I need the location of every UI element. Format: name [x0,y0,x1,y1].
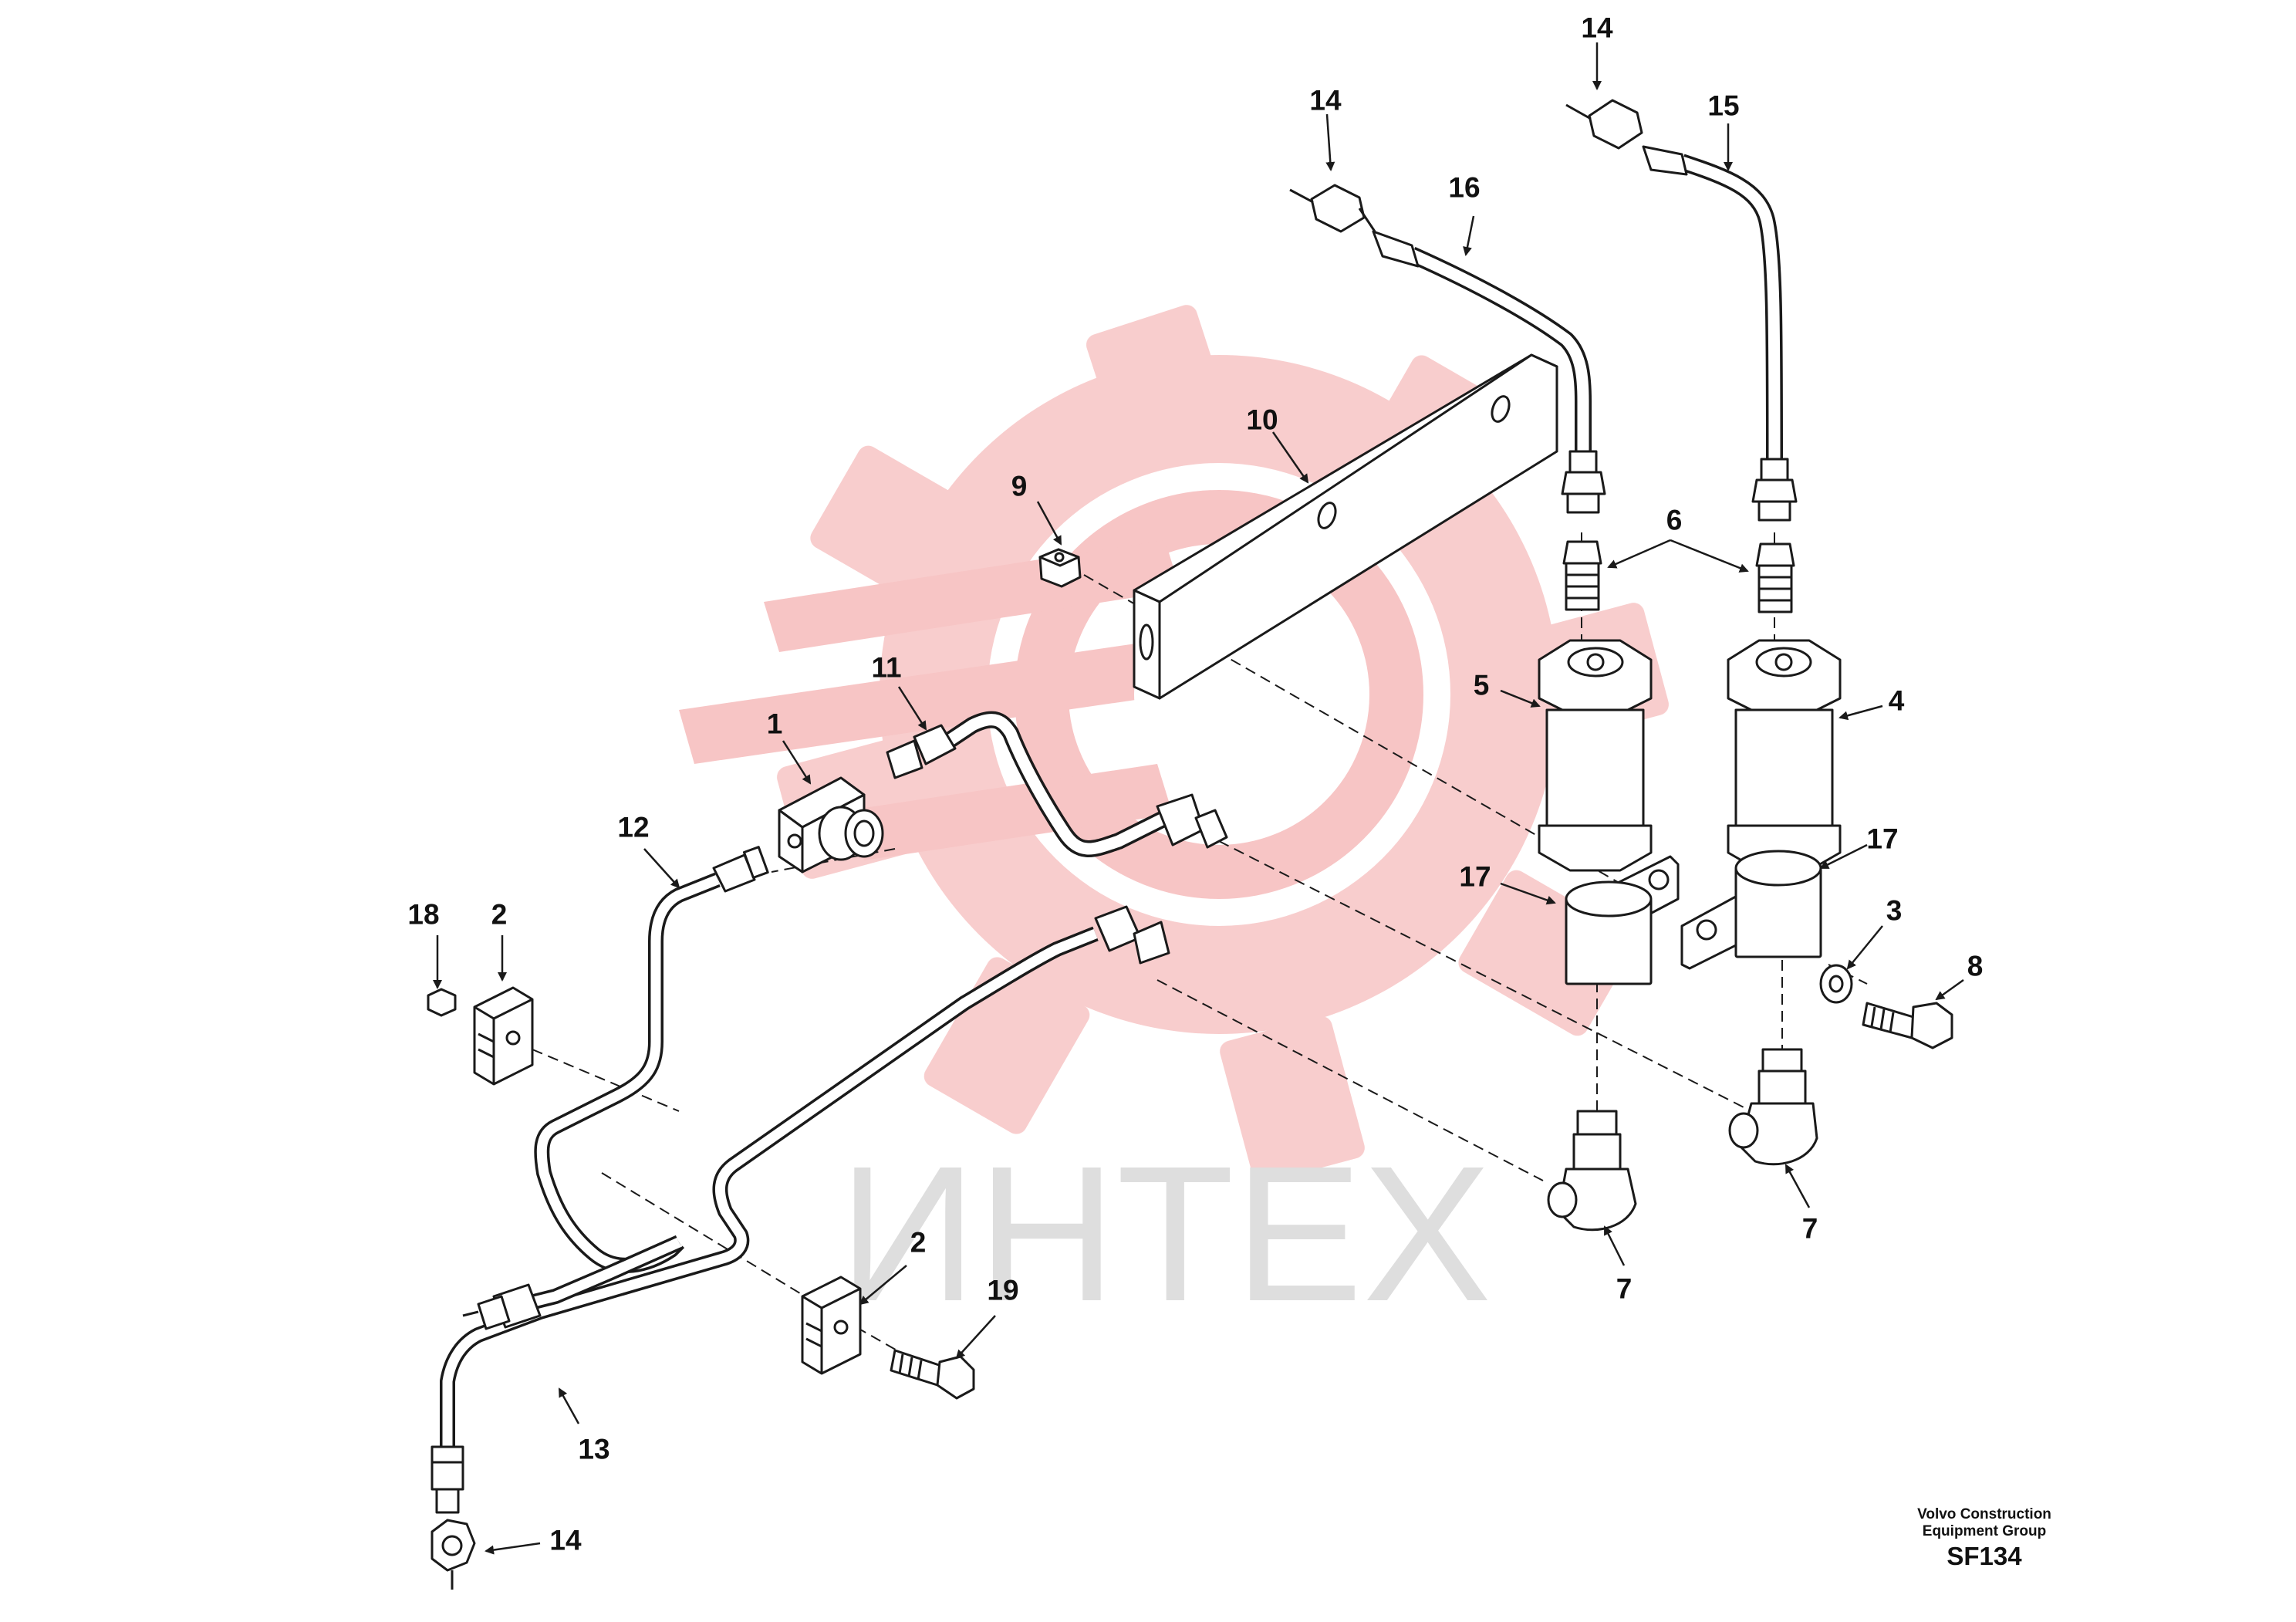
filter-5 [1538,639,1653,872]
clamp-17-left [1565,855,1680,985]
bolt-19 [890,1349,975,1400]
footer-company-line1: Volvo Construction [1917,1506,2051,1522]
bolt-8 [1862,1002,1953,1049]
clamp-block-2-lower [801,1276,862,1375]
callout-19: 19 [987,1274,1019,1306]
pipe-13 [430,905,1170,1514]
leader-arrows [433,42,1964,1555]
callout-11: 11 [871,651,902,684]
callout-5: 5 [1473,669,1490,701]
callout-9: 9 [1011,470,1028,502]
watermark-text: ИНТЕХ [839,1126,1491,1341]
fitting-nut-14-top-right [1565,99,1643,150]
callout-13: 13 [578,1433,610,1465]
callout-7-right: 7 [1801,1212,1818,1245]
callout-1: 1 [766,708,783,740]
fitting-nut-14-bottom [430,1519,476,1590]
adapter-6-right [1755,542,1795,613]
callout-15: 15 [1707,90,1740,122]
callout-17-right: 17 [1866,823,1899,855]
callout-17-left: 17 [1459,860,1491,893]
pipe-15 [1642,145,1798,522]
nut-9 [1038,548,1082,588]
pipe-16 [1372,230,1606,514]
elbow-7-right [1728,1048,1818,1166]
clamp-block-2-upper [473,986,534,1086]
callout-18: 18 [407,898,440,931]
pipe-12 [534,846,769,1273]
callout-14-top-left: 14 [1309,84,1342,117]
callout-14-bottom: 14 [549,1524,582,1556]
pipe-11 [886,711,1228,857]
elbow-7-left [1547,1110,1637,1232]
fitting-nut-14-top-left [1289,184,1376,233]
footer-drawing-code: SF134 [1947,1542,2022,1570]
pipe-end-fitting-lower-left [462,1235,683,1330]
callout-16: 16 [1448,171,1481,204]
callout-14-top-right: 14 [1581,12,1613,44]
filter-4 [1727,639,1842,872]
callout-6: 6 [1666,504,1683,536]
nut-18 [427,988,457,1017]
bracket-plate-10 [1133,353,1558,700]
callout-2-lower: 2 [910,1226,927,1259]
callout-12: 12 [617,811,650,843]
callout-8: 8 [1967,950,1984,982]
callout-10: 10 [1246,404,1278,436]
clamp-17-right [1680,850,1822,970]
washer-3 [1819,964,1853,1004]
callout-2-upper: 2 [491,898,508,931]
callout-4: 4 [1888,684,1905,717]
block-1 [778,776,884,874]
footer-company-line2: Equipment Group [1922,1523,2047,1539]
callout-3: 3 [1886,894,1903,927]
adapter-6-left [1562,540,1602,611]
callout-7-left: 7 [1616,1272,1633,1305]
